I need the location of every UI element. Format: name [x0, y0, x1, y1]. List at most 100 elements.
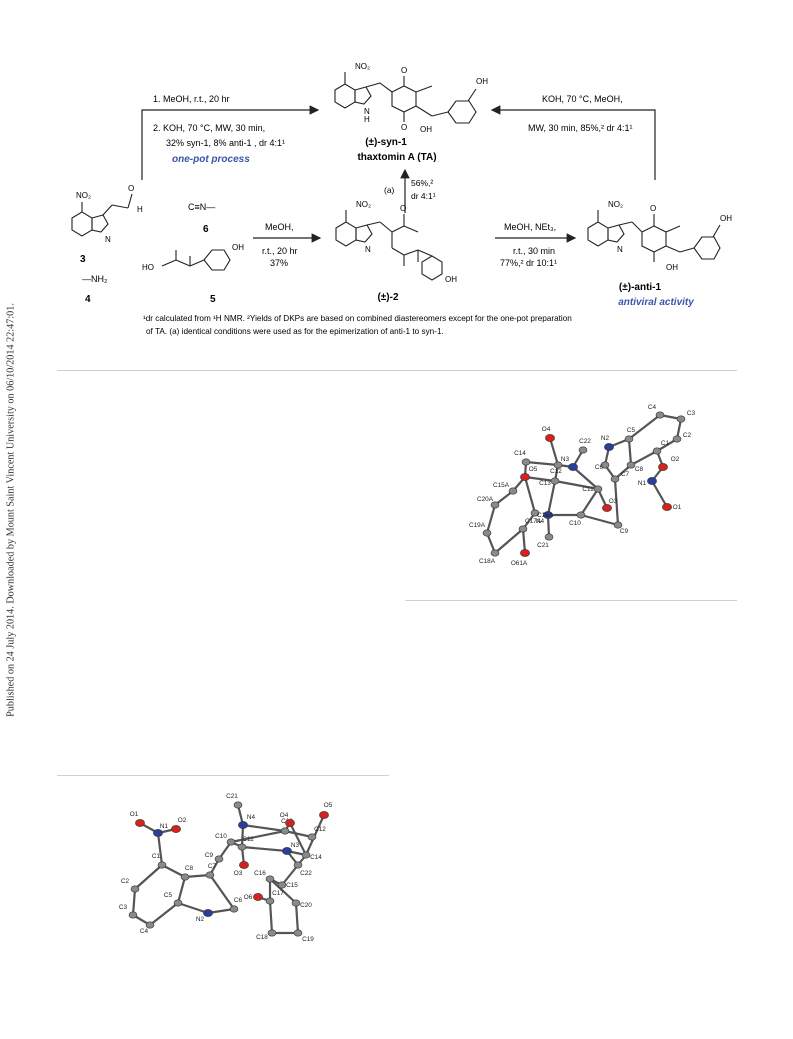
- atom-label: C7: [208, 863, 217, 870]
- atom-label: N3: [291, 842, 300, 849]
- antiviral-label: antiviral activity: [618, 297, 694, 308]
- atom-o3: [602, 504, 612, 512]
- atom-label: C9: [205, 852, 214, 859]
- atom-label: O2: [671, 456, 680, 463]
- atom-label: C22: [579, 438, 591, 445]
- anti-no2: NO₂: [608, 200, 623, 209]
- atom-c11: [593, 485, 603, 493]
- bond: [572, 466, 599, 490]
- atom-c9: [214, 855, 224, 863]
- bond: [580, 488, 599, 516]
- atom-c18a: [490, 549, 500, 557]
- bond: [524, 475, 556, 483]
- atom-label: C15A: [493, 482, 510, 489]
- atom-label: C17: [272, 890, 284, 897]
- atom-label: N4: [247, 814, 256, 821]
- atom-c15: [277, 881, 287, 889]
- atom-c19a: [482, 529, 492, 537]
- bond: [494, 528, 524, 554]
- atom-c12: [553, 461, 563, 469]
- anti-1-label: (±)-anti-1: [619, 282, 662, 293]
- atom-n4: [238, 821, 248, 829]
- atom-label: C6: [595, 464, 604, 471]
- divider-left: [57, 775, 389, 776]
- atom-c18: [267, 929, 277, 937]
- atom-o6: [253, 893, 263, 901]
- vertical-yield: 56%,²: [411, 178, 433, 188]
- atom-label: C16: [254, 870, 266, 877]
- atom-label: C9: [620, 528, 629, 535]
- isocyanide: C≡N—: [188, 202, 215, 212]
- atom-c7: [610, 475, 620, 483]
- intermediate-2-label: (±)-2: [377, 292, 398, 303]
- anti-1-structure: [587, 210, 721, 262]
- atom-label: C7: [621, 471, 630, 478]
- syn-oh-bar: OH: [420, 125, 432, 134]
- c5-oh: OH: [232, 243, 244, 252]
- atom-label: O5: [324, 802, 333, 809]
- bond: [269, 878, 297, 904]
- syn-1-structure: [334, 72, 477, 124]
- atom-n2: [604, 443, 614, 451]
- atom-o4: [545, 434, 555, 442]
- bond: [289, 822, 307, 856]
- atom-label: C20: [300, 902, 312, 909]
- mid-cond1: MeOH,: [265, 222, 294, 232]
- bond: [149, 902, 179, 926]
- atom-label: C12: [314, 826, 326, 833]
- atom-c6: [600, 461, 610, 469]
- atom-n2: [203, 909, 213, 917]
- top-left-step2: 2. KOH, 70 °C, MW, 30 min,: [153, 123, 265, 133]
- bond: [613, 478, 620, 526]
- atom-o5: [520, 473, 530, 481]
- atom-c3: [676, 415, 686, 423]
- atom-label: C1: [661, 440, 670, 447]
- atom-c9: [613, 521, 623, 529]
- atom-label: O1: [673, 504, 682, 511]
- atom-label: O4: [542, 426, 551, 433]
- atom-label: C19: [302, 936, 314, 943]
- top-right-arrow: [490, 105, 656, 180]
- atom-c14: [521, 458, 531, 466]
- atom-label: C12: [550, 468, 562, 475]
- bond: [281, 854, 307, 886]
- top-left-arrow: [141, 105, 320, 180]
- bond: [134, 864, 163, 890]
- compound-5-label: 5: [210, 294, 216, 305]
- bond: [176, 876, 187, 904]
- atom-label: O61A: [511, 560, 528, 567]
- syn-o-bottom: O: [401, 123, 407, 132]
- syn-no2: NO₂: [355, 62, 370, 71]
- atom-c22: [293, 861, 303, 869]
- atom-c16a: [530, 509, 540, 517]
- atom-o2: [171, 825, 181, 833]
- atom-c1: [157, 861, 167, 869]
- compound-4-label: 4: [85, 294, 91, 305]
- divider-right: [405, 600, 737, 601]
- syn-h: H: [364, 115, 370, 124]
- top-right-cond2: MW, 30 min, 85%,² dr 4:1¹: [528, 123, 633, 133]
- atom-c4: [655, 411, 665, 419]
- bond: [521, 528, 527, 554]
- mid-cond3: 37%: [270, 258, 288, 268]
- atom-c20: [291, 899, 301, 907]
- atom-c1: [652, 447, 662, 455]
- atom-o4: [285, 819, 295, 827]
- int-no2: NO₂: [356, 200, 371, 209]
- atom-label: N4: [536, 518, 545, 525]
- anti-oh: OH: [720, 214, 732, 223]
- bond: [627, 438, 633, 466]
- atom-label: C14: [514, 450, 526, 457]
- int-nh: N: [365, 245, 371, 254]
- atom-label: C4: [140, 928, 149, 935]
- atom-n3: [282, 847, 292, 855]
- atom-c12: [307, 833, 317, 841]
- atom-c17a: [518, 525, 528, 533]
- bond: [268, 900, 274, 934]
- atom-label: O4: [280, 812, 289, 819]
- methylamine: —NH₂: [82, 274, 108, 284]
- atom-label: N3: [561, 456, 570, 463]
- bond: [131, 888, 137, 916]
- bond: [294, 902, 300, 934]
